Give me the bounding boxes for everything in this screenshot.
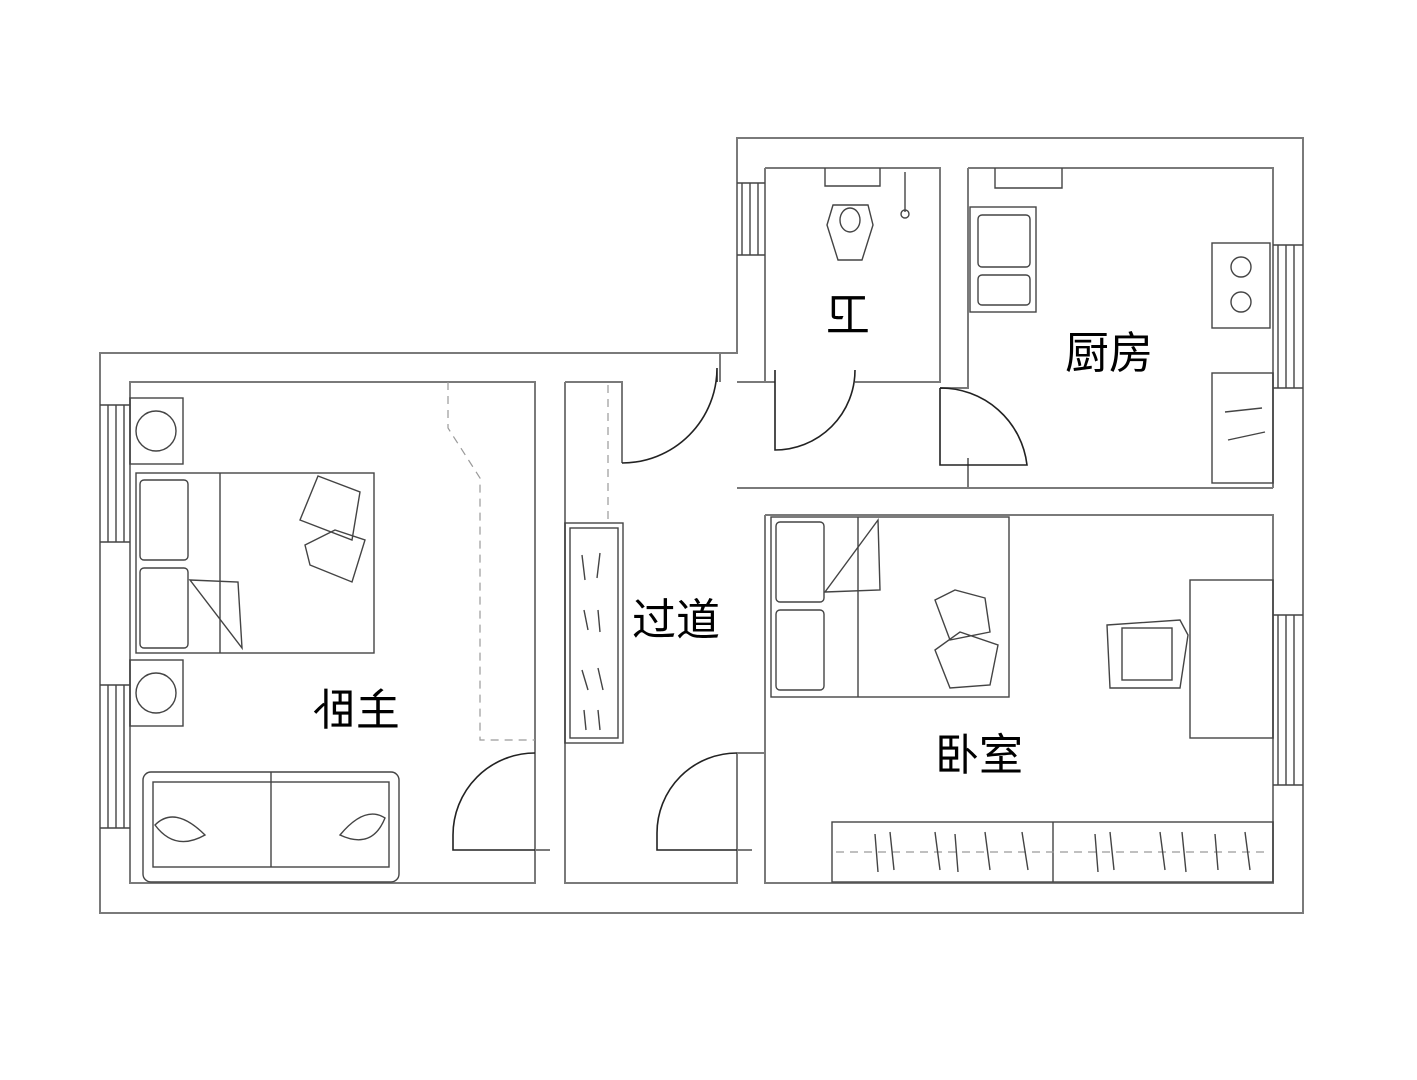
bathroom-label: 卫 (826, 290, 870, 341)
master-bedroom-label: 主卧 (312, 685, 400, 736)
sofa (142, 771, 400, 883)
bedroom-label: 卧室 (935, 730, 1023, 781)
kitchen-cabinet (1211, 372, 1274, 484)
kitchen-label: 厨房 (1065, 328, 1153, 379)
master-wardrobe-dashed (447, 382, 535, 741)
master-bed (135, 472, 375, 654)
doors (452, 367, 1028, 851)
toilet (826, 172, 910, 261)
master-nightstands (129, 397, 184, 727)
windows (100, 168, 1303, 829)
kitchen-sink (969, 206, 1037, 313)
interior-walls (129, 167, 1274, 884)
room-labels: 主卧 过道 卧室 厨房 卫 (312, 290, 1153, 781)
stove (1211, 242, 1271, 329)
exterior-walls (99, 137, 1304, 914)
corridor-label: 过道 (632, 595, 720, 646)
bedroom-wardrobe (831, 821, 1274, 883)
corridor-wardrobe (564, 385, 624, 744)
desk-and-chair (1106, 579, 1274, 739)
bedroom-bed (770, 516, 1010, 698)
